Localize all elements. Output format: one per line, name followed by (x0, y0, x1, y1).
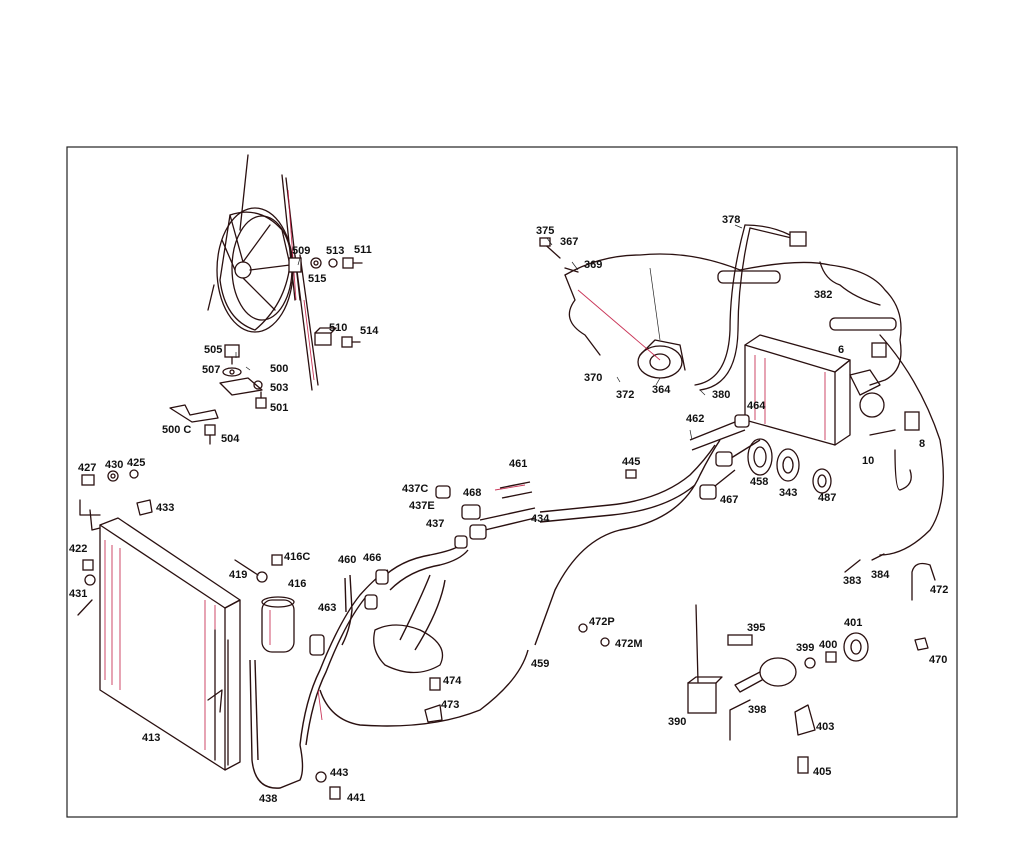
condenser (77, 509, 241, 771)
callout-10: 10 (862, 455, 874, 467)
callout-443: 443 (330, 767, 348, 779)
callout-472P: 472P (589, 616, 615, 628)
callout-459: 459 (531, 658, 549, 670)
callout-504: 504 (221, 433, 240, 445)
callout-514: 514 (360, 325, 379, 337)
callout-468: 468 (463, 487, 481, 499)
callout-513: 513 (326, 245, 344, 257)
callout-375: 375 (536, 225, 554, 237)
callout-400: 400 (819, 639, 837, 651)
callout-343: 343 (779, 487, 797, 499)
fan-assembly (207, 154, 319, 391)
callout-369: 369 (584, 259, 602, 271)
callout-505: 505 (204, 344, 222, 356)
callout-370: 370 (584, 372, 602, 384)
callout-433: 433 (156, 502, 174, 514)
callout-470: 470 (929, 654, 947, 666)
grommets (625, 438, 832, 494)
callout-467: 467 (720, 494, 738, 506)
callout-445: 445 (622, 456, 640, 468)
blower-components (315, 553, 936, 800)
callout-474: 474 (443, 675, 462, 687)
callout-384: 384 (871, 569, 890, 581)
callout-434: 434 (531, 513, 550, 525)
callout-437E: 437E (409, 500, 435, 512)
callout-509: 509 (292, 245, 310, 257)
callout-395: 395 (747, 622, 765, 634)
callout-431: 431 (69, 588, 87, 600)
callout-437: 437 (426, 518, 444, 530)
callout-398: 398 (748, 704, 766, 716)
callout-515: 515 (308, 273, 326, 285)
evaporator (744, 334, 944, 556)
callout-8: 8 (919, 438, 925, 450)
callout-422: 422 (69, 543, 87, 555)
callout-464: 464 (747, 400, 766, 412)
callout-472: 472 (930, 584, 948, 596)
callout-487: 487 (818, 492, 836, 504)
callout-460: 460 (338, 554, 356, 566)
callout-364: 364 (652, 384, 671, 396)
callout-416: 416 (288, 578, 306, 590)
callout-511: 511 (354, 244, 372, 256)
leader-lines (235, 224, 743, 441)
callout-403: 403 (816, 721, 834, 733)
callout-413: 413 (142, 732, 160, 744)
callout-383: 383 (843, 575, 861, 587)
hoses-top (539, 224, 807, 391)
left-hardware (79, 469, 153, 586)
callout-378: 378 (722, 214, 740, 226)
callout-503: 503 (270, 382, 288, 394)
callout-419: 419 (229, 569, 247, 581)
callout-510: 510 (329, 322, 347, 334)
callout-507: 507 (202, 364, 220, 376)
callout-390: 390 (668, 716, 686, 728)
engine-block (564, 253, 902, 386)
callout-labels: 375 367 369 378 382 6 509 513 511 515 51… (69, 214, 948, 805)
callout-458: 458 (750, 476, 768, 488)
callout-472M: 472M (615, 638, 643, 650)
callout-425: 425 (127, 457, 145, 469)
callout-501: 501 (270, 402, 288, 414)
callout-438: 438 (259, 793, 277, 805)
callout-441: 441 (347, 792, 365, 804)
compressor (577, 289, 686, 379)
callout-399: 399 (796, 642, 814, 654)
callout-500C: 500 C (162, 424, 191, 436)
callout-6: 6 (838, 344, 844, 356)
callout-405: 405 (813, 766, 831, 778)
receiver-drier (234, 554, 295, 653)
callout-367: 367 (560, 236, 578, 248)
callout-372: 372 (616, 389, 634, 401)
callout-473: 473 (441, 699, 459, 711)
callout-380: 380 (712, 389, 730, 401)
callout-461: 461 (509, 458, 527, 470)
refrigerant-lines (249, 414, 761, 789)
fan-hardware (169, 257, 363, 445)
callout-401: 401 (844, 617, 862, 629)
diagram-frame (66, 146, 958, 818)
callout-430: 430 (105, 459, 123, 471)
callout-462: 462 (686, 413, 704, 425)
callout-466: 466 (363, 552, 381, 564)
callout-437C: 437C (402, 483, 428, 495)
callout-382: 382 (814, 289, 832, 301)
callout-500: 500 (270, 363, 288, 375)
callout-416C: 416C (284, 551, 310, 563)
callout-427: 427 (78, 462, 96, 474)
callout-463: 463 (318, 602, 336, 614)
